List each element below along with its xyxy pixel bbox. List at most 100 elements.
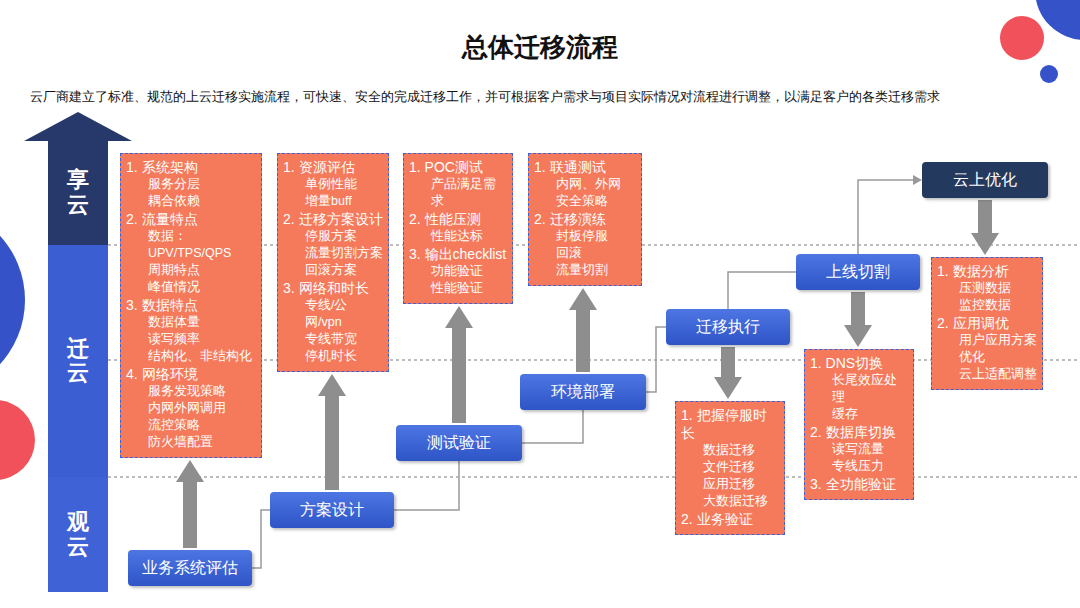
block-arrow (325, 396, 339, 490)
item-text: 性能验证 (409, 280, 508, 297)
item-text: 流量切割方案 (283, 245, 384, 262)
item-heading: 2. 迁移方案设计 (283, 210, 384, 228)
band-label: 观云 (67, 510, 89, 558)
item-heading: 1. 资源评估 (283, 158, 384, 176)
item-text: 流控策略 (126, 417, 257, 434)
deco-circle (1000, 16, 1044, 60)
block-arrow (978, 200, 992, 233)
step-label: 环境部署 (551, 382, 615, 403)
item-text: 停机时长 (283, 348, 384, 365)
process-box: 云上优化 (922, 162, 1048, 198)
flow-line (728, 272, 796, 309)
item-text: 流量切割 (534, 262, 637, 279)
item-heading: 1. 把握停服时长 (681, 406, 780, 442)
item-text: 封板停服 (534, 228, 637, 245)
item-text: 大数据迁移 (681, 493, 780, 510)
process-box: 测试验证 (396, 425, 522, 461)
item-heading: 2. 迁移演练 (534, 210, 637, 228)
flow-line (394, 461, 459, 510)
process-box: 迁移执行 (666, 309, 790, 345)
item-text: 性能达标 (409, 228, 508, 245)
item-text: 监控数据 (937, 297, 1038, 314)
process-box: 上线切割 (796, 254, 920, 290)
item-text: 结构化、非结构化 (126, 348, 257, 365)
item-text: 峰值情况 (126, 279, 257, 296)
flow-line (252, 510, 270, 568)
title: 总体迁移流程 (0, 30, 1080, 65)
process-box: 方案设计 (270, 492, 394, 528)
item-text: 用户应用方案优化 (937, 332, 1038, 366)
step-label: 云上优化 (953, 170, 1017, 191)
item-text: 专线压力 (810, 458, 909, 475)
detail-box: 1. 资源评估单例性能增量buff2. 迁移方案设计停服方案流量切割方案回滚方案… (277, 153, 389, 372)
item-text: 服务分层 (126, 176, 257, 193)
band-label: 享云 (67, 168, 89, 216)
item-text: 产品满足需求 (409, 176, 508, 210)
item-text: 内网、外网 (534, 176, 637, 193)
item-text: 服务发现策略 (126, 383, 257, 400)
flow-line (522, 410, 583, 443)
item-heading: 1. DNS切换 (810, 354, 909, 372)
item-heading: 3. 数据特点 (126, 296, 257, 314)
step-label: 迁移执行 (696, 317, 760, 338)
deco-circle (0, 205, 25, 395)
step-label: 上线切割 (826, 262, 890, 283)
item-heading: 2. 数据库切换 (810, 423, 909, 441)
stage-band: 观云 (48, 477, 108, 592)
item-text: 回滚 (534, 245, 637, 262)
item-text: 内网外网调用 (126, 400, 257, 417)
deco-circle (0, 400, 35, 480)
axis-body (48, 140, 108, 592)
step-label: 测试验证 (427, 433, 491, 454)
block-arrow (576, 310, 590, 372)
block-arrow (851, 292, 865, 325)
item-text: 功能验证 (409, 263, 508, 280)
item-text: 防火墙配置 (126, 434, 257, 451)
flow-line (646, 327, 666, 392)
item-text: 数据迁移 (681, 442, 780, 459)
item-heading: 2. 业务验证 (681, 510, 780, 528)
item-text: 数据：UPV/TPS/QPS (126, 228, 257, 262)
item-text: 读写流量 (810, 441, 909, 458)
detail-box: 1. 把握停服时长数据迁移文件迁移应用迁移大数据迁移2. 业务验证 (675, 401, 785, 535)
detail-box: 1. POC测试产品满足需求2. 性能压测性能达标3. 输出checklist功… (403, 153, 513, 304)
detail-box: 1. 系统架构服务分层耦合依赖2. 流量特点数据：UPV/TPS/QPS周期特点… (120, 153, 262, 458)
item-heading: 1. 系统架构 (126, 158, 257, 176)
item-text: 回滚方案 (283, 262, 384, 279)
item-text: 耦合依赖 (126, 193, 257, 210)
item-heading: 3. 输出checklist (409, 245, 508, 263)
item-heading: 2. 性能压测 (409, 210, 508, 228)
block-arrow (721, 347, 735, 377)
item-heading: 4. 网络环境 (126, 365, 257, 383)
item-text: 应用迁移 (681, 476, 780, 493)
block-arrow (183, 482, 197, 548)
stage-band: 享云 (48, 140, 108, 245)
process-box: 业务系统评估 (128, 550, 252, 586)
block-arrow (452, 328, 466, 423)
item-heading: 3. 网络和时长 (283, 279, 384, 297)
item-text: 文件迁移 (681, 459, 780, 476)
item-text: 安全策略 (534, 193, 637, 210)
item-text: 专线带宽 (283, 331, 384, 348)
deco-circle (1040, 65, 1058, 83)
step-label: 业务系统评估 (142, 558, 238, 579)
step-label: 方案设计 (300, 500, 364, 521)
divider-line (108, 476, 1080, 478)
item-text: 停服方案 (283, 228, 384, 245)
item-text: 数据体量 (126, 314, 257, 331)
band-label: 迁云 (67, 337, 89, 385)
item-text: 周期特点 (126, 262, 257, 279)
item-text: 缓存 (810, 406, 909, 423)
detail-box: 1. 数据分析压测数据监控数据2. 应用调优用户应用方案优化云上适配调整 (931, 257, 1043, 390)
item-text: 长尾效应处理 (810, 372, 909, 406)
item-heading: 3. 全功能验证 (810, 475, 909, 493)
item-text: 压测数据 (937, 280, 1038, 297)
detail-box: 1. 联通测试内网、外网安全策略2. 迁移演练封板停服回滚流量切割 (528, 153, 642, 286)
process-box: 环境部署 (520, 374, 646, 410)
flow-line (858, 180, 913, 254)
item-heading: 2. 应用调优 (937, 314, 1038, 332)
item-text: 云上适配调整 (937, 366, 1038, 383)
item-heading: 1. POC测试 (409, 158, 508, 176)
item-heading: 1. 联通测试 (534, 158, 637, 176)
